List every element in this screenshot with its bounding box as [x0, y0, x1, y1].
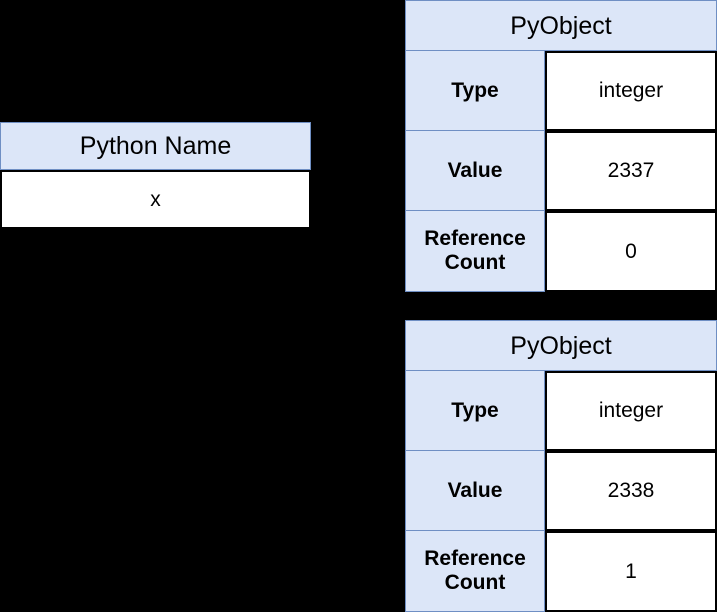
pyobject-2-value-label: Value [405, 451, 545, 531]
python-name-box: Python Name x [0, 122, 311, 229]
pyobject-table-1: PyObject Type integer Value 2337 Referen… [405, 0, 717, 292]
python-name-value: x [0, 170, 311, 229]
pyobject-1-type-label: Type [405, 51, 545, 131]
pyobject-1-title: PyObject [405, 0, 717, 51]
pyobject-1-refcount-value: 0 [545, 211, 717, 292]
pyobject-1-value-value: 2337 [545, 131, 717, 211]
pyobject-1-refcount-label: Reference Count [405, 211, 545, 292]
python-name-header: Python Name [0, 122, 311, 170]
pyobject-1-value-label: Value [405, 131, 545, 211]
pyobject-2-value-value: 2338 [545, 451, 717, 531]
pyobject-2-type-value: integer [545, 371, 717, 451]
pyobject-2-refcount-value: 1 [545, 531, 717, 612]
pyobject-table-2: PyObject Type integer Value 2338 Referen… [405, 320, 717, 612]
pyobject-2-type-label: Type [405, 371, 545, 451]
pyobject-1-type-value: integer [545, 51, 717, 131]
pyobject-2-refcount-label: Reference Count [405, 531, 545, 612]
pyobject-2-title: PyObject [405, 320, 717, 371]
